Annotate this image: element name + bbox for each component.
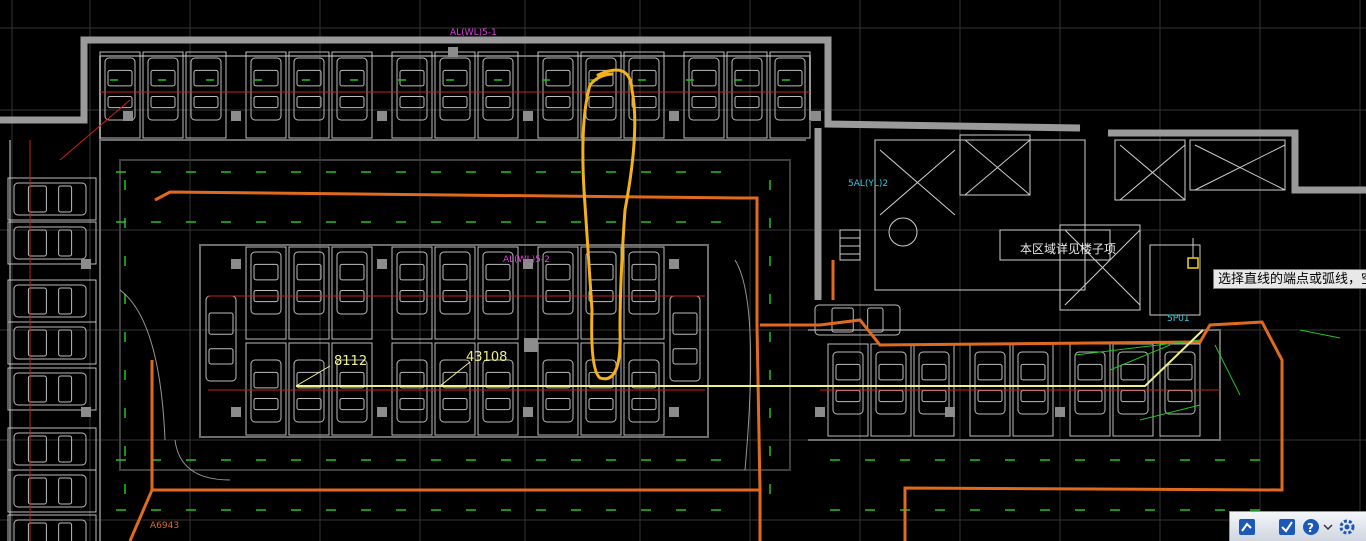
measure-label-mid: 43108 — [466, 350, 507, 365]
corner-tag: A6943 — [150, 521, 179, 531]
lighting-fixtures — [110, 79, 1260, 511]
center-tag: AL(WL)5-2 — [503, 255, 550, 265]
gear-icon[interactable] — [1336, 516, 1358, 538]
leader-lines — [1074, 329, 1341, 421]
top-tag: AL(WL)5-1 — [450, 28, 497, 38]
cabinet-tag: 5P01 — [1167, 314, 1190, 324]
dashboard-icon[interactable] — [1236, 516, 1258, 538]
svg-text:?: ? — [1307, 521, 1314, 535]
east-tag: 5AL(YL)2 — [848, 179, 888, 189]
cable-tray-runs — [128, 190, 1284, 541]
plant-rooms — [839, 134, 1286, 316]
command-prompt-tooltip: 选择直线的端点或弧线，空格 — [1213, 269, 1366, 289]
status-tray: ? — [1229, 511, 1366, 541]
check-icon[interactable] — [1276, 516, 1298, 538]
measure-polyline — [295, 329, 1204, 387]
red-center-lines — [29, 91, 1220, 541]
chevron-down-icon[interactable] — [1322, 516, 1334, 538]
snap-marker — [1187, 257, 1199, 269]
markup-stroke — [581, 68, 637, 381]
cable-arcs — [119, 259, 752, 481]
help-icon[interactable]: ? — [1300, 516, 1322, 538]
structural-columns — [81, 47, 1065, 417]
room-label: 本区域详见楼子项 — [1020, 241, 1116, 256]
building-walls — [0, 36, 1366, 300]
measure-label-left: 8112 — [334, 354, 367, 369]
